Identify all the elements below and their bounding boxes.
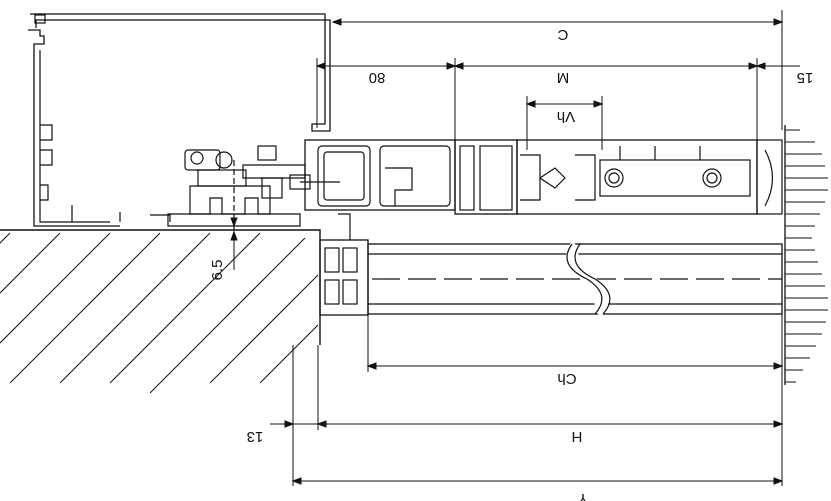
screw-left xyxy=(604,168,624,188)
label-c: C xyxy=(557,26,568,43)
floor-hatching xyxy=(0,232,319,394)
label-80: 80 xyxy=(369,69,386,86)
label-y: Y xyxy=(578,490,588,501)
bolt-head-right xyxy=(257,145,277,161)
dimension-labels: C 80 M 15 Vh 6.5 Ch 13 H Y xyxy=(209,26,813,501)
upper-track-profiles xyxy=(304,139,783,215)
top-box-profile xyxy=(28,13,331,227)
bolt-head-left xyxy=(190,151,204,165)
bolt-head-center xyxy=(215,151,233,169)
label-ch: Ch xyxy=(557,370,576,387)
box-corner-clip xyxy=(34,14,46,24)
dimension-lines xyxy=(230,10,800,486)
label-vh: Vh xyxy=(557,108,575,125)
floor-slab xyxy=(0,229,321,394)
label-h: H xyxy=(572,428,583,445)
label-15: 15 xyxy=(797,69,814,86)
label-m: M xyxy=(557,69,570,86)
label-13: 13 xyxy=(247,428,264,445)
screw-right xyxy=(702,168,722,188)
label-6-5: 6.5 xyxy=(209,260,226,281)
glass-panel xyxy=(319,213,783,317)
brush-seal xyxy=(538,167,566,189)
lock-bar xyxy=(599,159,751,197)
roller-carriage xyxy=(167,145,340,232)
wall-hatching xyxy=(784,125,828,385)
